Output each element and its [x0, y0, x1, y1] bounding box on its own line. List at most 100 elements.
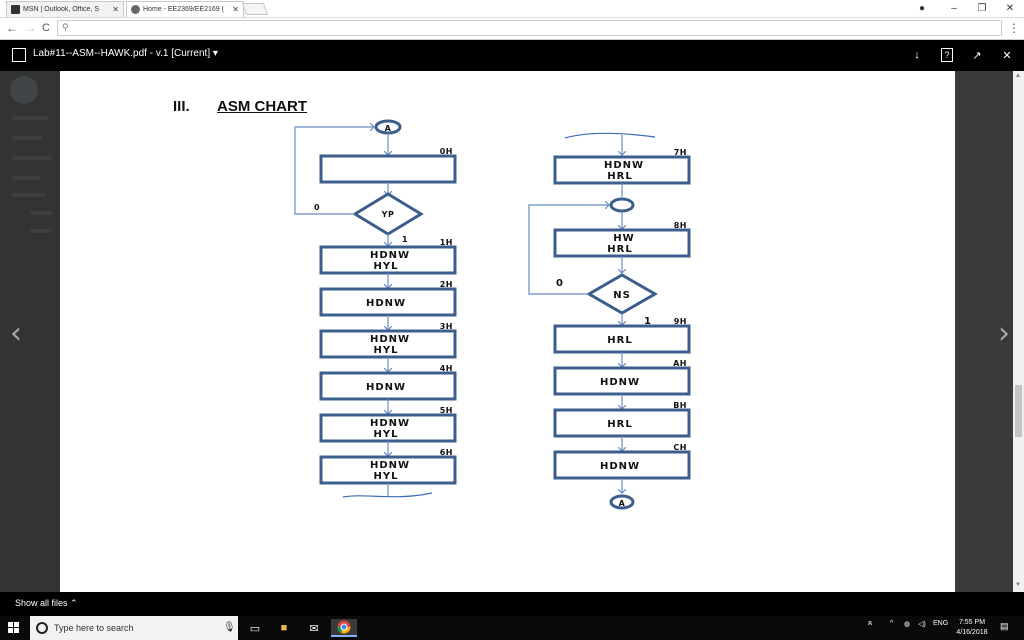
maximize-button[interactable]: ❐: [977, 3, 987, 14]
navigation-bar: ← → C ⚲ ⋮: [0, 18, 1024, 40]
section-number: III.: [173, 98, 190, 115]
show-all-files-button[interactable]: Show all files ⌃: [15, 598, 78, 608]
close-window-button[interactable]: ✕: [1005, 3, 1015, 14]
state-box: [319, 413, 457, 443]
file-explorer-icon[interactable]: ■: [280, 622, 288, 634]
chevron-up-icon[interactable]: ^: [890, 620, 894, 627]
language-indicator[interactable]: ENG: [933, 620, 949, 627]
state-code: 3H: [440, 322, 453, 331]
true-branch-label: 1: [402, 235, 408, 244]
state-code: 5H: [440, 406, 453, 415]
decision-label: NS: [613, 290, 631, 301]
output-signal: HDNW: [366, 298, 406, 309]
chrome-menu-button[interactable]: ⋮: [1008, 21, 1020, 35]
state-code: 4H: [440, 364, 453, 373]
volume-icon[interactable]: ◁): [918, 621, 926, 628]
taskbar-search-placeholder: Type here to search: [54, 623, 134, 633]
scroll-thumb[interactable]: [1015, 385, 1022, 437]
close-viewer-button[interactable]: ✕: [1002, 49, 1012, 62]
output-signal: HDNW: [604, 160, 644, 171]
previous-page-button[interactable]: ‹: [10, 316, 22, 351]
tab-title: MSN | Outlook, Office, S: [23, 6, 99, 13]
false-branch-label: 0: [314, 203, 320, 212]
state-box: [319, 329, 457, 359]
clock[interactable]: 7:55 PM 4/16/2018: [950, 618, 994, 638]
tab-title: Home - EE2369/EE2169 (: [143, 6, 224, 13]
state-box: [319, 287, 457, 317]
state-code: 0H: [440, 147, 453, 156]
microphone-icon[interactable]: 🎙: [223, 622, 236, 633]
output-signal: HDNW: [370, 334, 410, 345]
clock-date: 4/16/2018: [956, 629, 988, 636]
state-box: [319, 371, 457, 401]
chrome-icon[interactable]: [331, 619, 357, 637]
pdf-toolbar: Lab#11--ASM--HAWK.pdf - v.1 [Current] ▾ …: [0, 40, 1024, 71]
output-signal: HYL: [374, 345, 399, 356]
logo-icon: [10, 76, 38, 104]
state-code: 2H: [440, 280, 453, 289]
loop-line: [528, 205, 609, 295]
output-signal: HDNW: [370, 460, 410, 471]
next-page-button[interactable]: ›: [998, 316, 1010, 351]
loop-line: [294, 127, 374, 215]
downloads-bar: Show all files ⌃: [0, 592, 1024, 616]
decision-label: YP: [381, 210, 395, 219]
junction-circle: [609, 197, 635, 213]
vertical-scrollbar[interactable]: ▲ ▼: [1013, 71, 1024, 592]
open-external-button[interactable]: ↗: [972, 49, 982, 62]
new-tab-button[interactable]: [241, 3, 269, 15]
cortana-icon: [36, 622, 48, 634]
output-signal: HYL: [374, 429, 399, 440]
pdf-title[interactable]: Lab#11--ASM--HAWK.pdf - v.1 [Current] ▾: [33, 48, 218, 59]
download-button[interactable]: ↓: [914, 49, 920, 61]
state-box: [319, 455, 457, 485]
reload-button[interactable]: C: [42, 22, 50, 34]
taskbar-search-box[interactable]: Type here to search 🎙: [30, 616, 238, 640]
tab-home-ee2369[interactable]: Home - EE2369/EE2169 ( ✕: [126, 1, 244, 17]
address-bar[interactable]: ⚲: [57, 20, 1002, 36]
state-box: [319, 245, 457, 275]
output-signal: HDNW: [366, 382, 406, 393]
scroll-up-icon[interactable]: ▲: [1015, 73, 1021, 79]
output-signal: HYL: [374, 471, 399, 482]
pdf-filename: Lab#11--ASM--HAWK.pdf: [33, 48, 147, 59]
output-signal: HDNW: [370, 418, 410, 429]
pdf-version[interactable]: v.1 [Current]: [155, 48, 211, 59]
state-box: [553, 324, 691, 354]
info-button[interactable]: ?: [941, 48, 953, 62]
mail-icon[interactable]: ✉: [309, 622, 319, 635]
people-icon[interactable]: ጸ: [868, 620, 873, 627]
tab-close-icon[interactable]: ✕: [232, 5, 239, 14]
forward-button[interactable]: →: [24, 21, 36, 35]
output-signal: HRL: [607, 244, 632, 255]
output-signal: HW: [613, 233, 634, 244]
output-signal: HRL: [607, 419, 632, 430]
profile-icon[interactable]: ●: [918, 3, 926, 14]
false-branch-label: 0: [556, 278, 563, 289]
tab-strip: MSN | Outlook, Office, S ✕ Home - EE2369…: [0, 0, 1024, 18]
windows-start-icon[interactable]: [8, 622, 20, 634]
back-button[interactable]: ←: [6, 21, 18, 35]
connector-a: [609, 494, 635, 510]
connector-label: A: [619, 499, 626, 508]
notification-icon[interactable]: ▤: [1000, 621, 1009, 631]
state-code: BH: [673, 401, 687, 410]
state-box: [553, 408, 691, 438]
tab-close-icon[interactable]: ✕: [112, 5, 119, 14]
msn-favicon-icon: [11, 5, 20, 14]
state-code: 8H: [674, 221, 687, 230]
scroll-down-icon[interactable]: ▼: [1015, 582, 1021, 588]
task-view-icon[interactable]: ▭: [249, 622, 261, 635]
document-icon: [12, 48, 26, 62]
minimize-button[interactable]: –: [951, 3, 957, 14]
search-icon: ⚲: [62, 22, 69, 32]
network-icon[interactable]: ◍: [904, 621, 911, 628]
tab-msn[interactable]: MSN | Outlook, Office, S ✕: [6, 1, 124, 17]
clock-time: 7:55 PM: [958, 619, 986, 626]
site-favicon-icon: [131, 5, 140, 14]
right-gutter: [955, 71, 1013, 592]
